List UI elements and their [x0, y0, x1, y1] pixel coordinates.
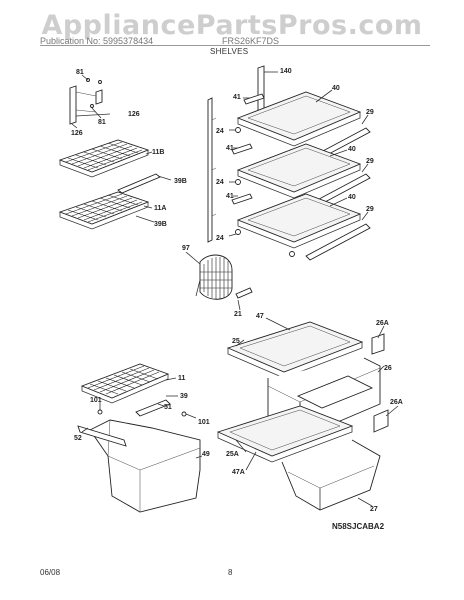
- callout-81-bottom: 81: [98, 119, 106, 126]
- callout-26: 26: [384, 365, 392, 372]
- callout-26a-bottom: 26A: [390, 399, 403, 406]
- callout-41-3: 41: [226, 193, 234, 200]
- footer-page-number: 8: [228, 568, 233, 577]
- callout-39: 39: [180, 393, 188, 400]
- wire-shelf-11a: [58, 191, 155, 230]
- callout-47a: 47A: [232, 469, 245, 476]
- callout-24-3: 24: [216, 235, 224, 242]
- callout-39b-lower: 39B: [154, 221, 167, 228]
- header-rule: [40, 45, 430, 46]
- callout-29-2: 29: [366, 158, 374, 165]
- glass-shelf-column: [207, 65, 371, 261]
- rack-97: [185, 251, 253, 311]
- callout-39b: 39B: [174, 178, 187, 185]
- callout-51: 51: [164, 404, 172, 411]
- callout-49: 49: [202, 451, 210, 458]
- callout-40-2: 40: [348, 146, 356, 153]
- callout-11: 11: [178, 375, 186, 382]
- callout-52: 52: [74, 435, 82, 442]
- footer-date: 06/08: [40, 568, 61, 577]
- callout-41-1: 41: [233, 94, 241, 101]
- callout-24-1: 24: [216, 128, 224, 135]
- callout-21: 21: [234, 311, 242, 318]
- watermark: AppliancePartsPros.com: [41, 10, 423, 41]
- crisper-pan-lower: [216, 405, 381, 511]
- callout-11a: 11A: [154, 205, 166, 212]
- figure-code: N58SJCABA2: [332, 522, 385, 531]
- model-number: FRS26KF7DS: [222, 36, 280, 46]
- callout-24-2: 24: [216, 179, 224, 186]
- callout-29-1: 29: [366, 109, 374, 116]
- callout-101-right: 101: [198, 419, 210, 426]
- callout-40-3: 40: [348, 194, 356, 201]
- callout-101-left: 101: [90, 397, 102, 404]
- wire-shelf-11b: [58, 139, 172, 194]
- callout-26a-top: 26A: [376, 320, 389, 327]
- callout-25a: 25A: [226, 451, 239, 458]
- callout-47: 47: [256, 313, 264, 320]
- callout-97: 97: [182, 245, 190, 252]
- callout-11b: 11B: [152, 149, 164, 156]
- wire-shelf-11: [80, 363, 178, 417]
- callout-81-top: 81: [76, 69, 84, 76]
- callout-labels: 81 126 81 126 11B 39B 11A 39B 140 41 40 …: [71, 68, 403, 513]
- callout-140: 140: [280, 68, 292, 75]
- bracket-assembly: [69, 74, 111, 129]
- callout-27: 27: [370, 506, 378, 513]
- callout-41-2: 41: [226, 145, 234, 152]
- bin-49: [77, 402, 203, 513]
- callout-126-top: 126: [128, 111, 140, 118]
- publication-number: Publication No: 5995378434: [40, 36, 154, 46]
- section-title: SHELVES: [210, 47, 249, 56]
- callout-40-1: 40: [332, 85, 340, 92]
- callout-29-3: 29: [366, 206, 374, 213]
- callout-25: 25: [232, 338, 240, 345]
- callout-126-bottom: 126: [71, 130, 83, 137]
